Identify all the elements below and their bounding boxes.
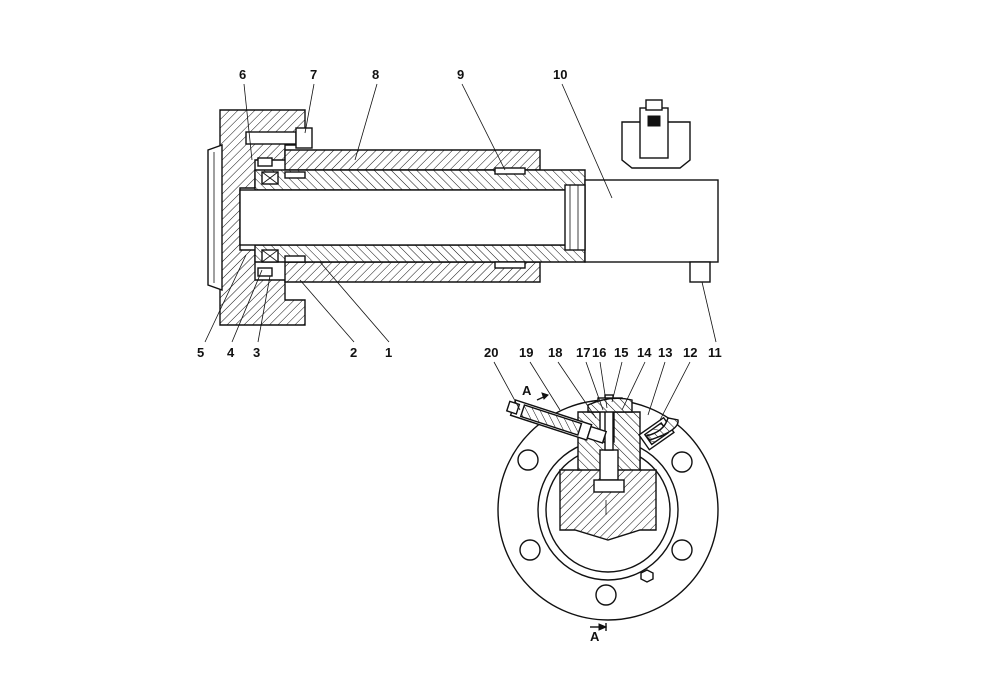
bolt-hole	[671, 451, 693, 473]
callout-7: 7	[310, 67, 317, 82]
leader-lines	[204, 83, 717, 421]
section-mark-top: A	[522, 383, 549, 401]
bolt-7-head	[295, 127, 313, 149]
callout-20: 20	[484, 345, 498, 360]
callout-3: 3	[253, 345, 260, 360]
callout-13: 13	[658, 345, 672, 360]
right-fitting-arc	[644, 417, 679, 441]
top-valve-nut	[647, 115, 661, 127]
callout-1: 1	[385, 345, 392, 360]
callout-4: 4	[227, 345, 235, 360]
callout-14: 14	[637, 345, 652, 360]
valve-stem-15	[604, 394, 614, 451]
outer-sleeve-top	[284, 149, 541, 171]
bolt-hole	[671, 539, 693, 561]
oring-bottom	[284, 255, 306, 263]
callout-15: 15	[614, 345, 628, 360]
callout-19: 19	[519, 345, 533, 360]
section-label-bottom: A	[590, 629, 600, 644]
callout-10: 10	[553, 67, 567, 82]
pin-11	[689, 261, 711, 283]
bolt-hole	[517, 449, 539, 471]
left-fitting	[505, 399, 608, 444]
valve-bore	[599, 449, 619, 481]
section-mark-bottom: A	[590, 623, 608, 644]
callout-16: 16	[592, 345, 606, 360]
flange-body	[219, 109, 306, 326]
callout-18: 18	[548, 345, 562, 360]
top-valve-cap	[645, 99, 663, 111]
callout-6: 6	[239, 67, 246, 82]
rod-head	[584, 179, 719, 263]
bolt-hole	[595, 584, 617, 606]
valve-seat	[593, 479, 625, 493]
callout-5: 5	[197, 345, 204, 360]
retainer-bottom	[257, 267, 273, 277]
callout-17: 17	[576, 345, 590, 360]
retainer-top	[257, 157, 273, 167]
bore	[239, 189, 586, 246]
callout-12: 12	[683, 345, 697, 360]
oring-top	[284, 171, 306, 179]
rod-step	[564, 184, 586, 251]
wiper-bottom	[494, 261, 526, 269]
callout-11: 11	[708, 345, 722, 360]
bolt-hole	[519, 539, 541, 561]
front-view: A A	[497, 383, 719, 644]
hex-nut	[640, 569, 654, 583]
section-label-top: A	[522, 383, 532, 398]
bolt-7	[245, 131, 297, 145]
callout-2: 2	[350, 345, 357, 360]
callout-8: 8	[372, 67, 379, 82]
callout-numbers: 6 7 8 9 10 5 4 3 2 1 11 20 19 18 17 16 1…	[197, 67, 722, 360]
flange-plate	[207, 144, 223, 291]
side-section-view	[207, 99, 719, 326]
callout-9: 9	[457, 67, 464, 82]
top-arc-cover	[587, 397, 633, 413]
wiper-top	[494, 167, 526, 175]
